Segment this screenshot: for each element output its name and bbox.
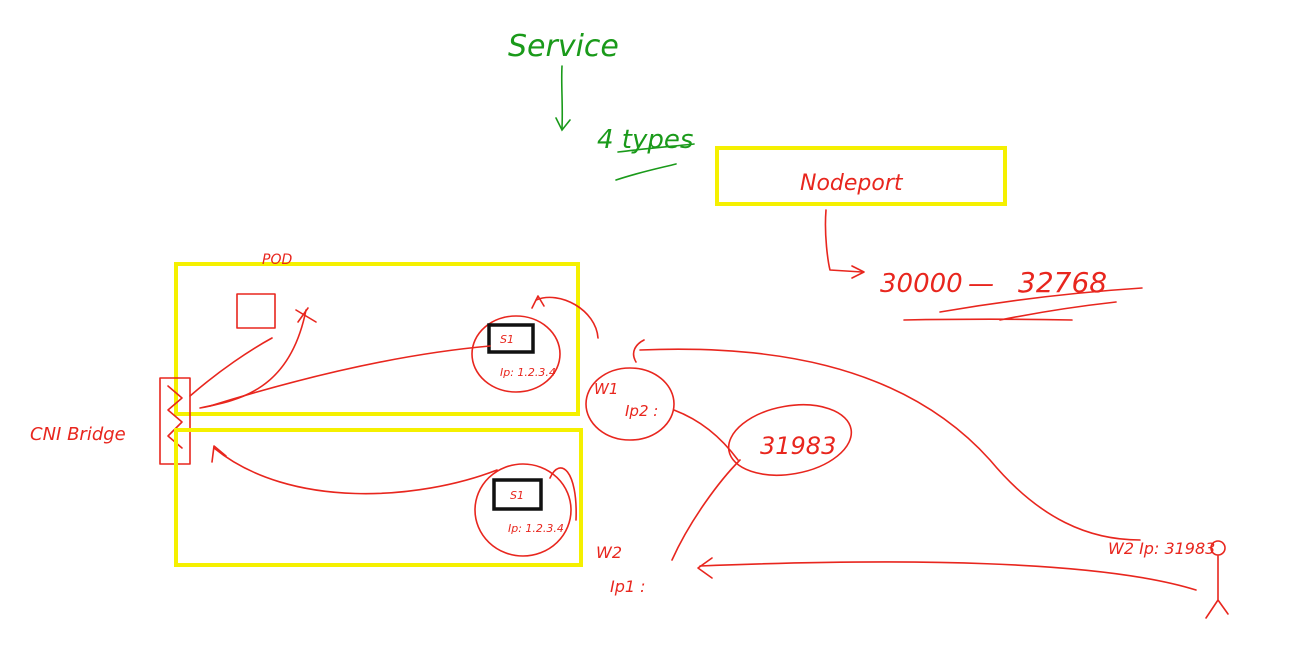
- w2-to-bubble: [671, 459, 741, 561]
- flow-s1-to-bridge-bottom: [213, 447, 498, 495]
- flow-bridge-to-pod-b: [189, 337, 273, 397]
- cni-bridge-zigzag: [167, 385, 183, 449]
- range-underline-1: [939, 287, 1143, 313]
- flow-bridge-to-pod-a: [199, 309, 307, 409]
- loop-arrow-top: [535, 296, 599, 339]
- down-arrow-shaft: [560, 65, 564, 129]
- w1-to-bubble: [673, 409, 739, 461]
- port-bubble-value: 31983: [760, 432, 836, 460]
- worker-w2-name: W2: [596, 543, 622, 562]
- pod-circle-top: [471, 315, 561, 393]
- port-bubble: [727, 404, 853, 476]
- arc-user-to-w2: [699, 561, 1197, 591]
- nodeport-box: [715, 146, 1007, 206]
- flow-bottom-head: [211, 445, 227, 463]
- user-body: [1205, 555, 1229, 619]
- types-note: 4 types: [597, 125, 693, 155]
- user-access-label: W2 Ip: 31983: [1108, 539, 1215, 558]
- arc-w1-hook: [632, 339, 645, 363]
- worker-w1-ip: Ip2 :: [625, 402, 658, 420]
- range-dash: —: [968, 269, 994, 299]
- range-underline-3: [999, 301, 1117, 321]
- types-underline-1: [615, 163, 677, 181]
- types-underline-2: [617, 143, 695, 153]
- pod-circle-bottom: [474, 463, 572, 557]
- flow-s1-to-bridge-top: [209, 345, 491, 407]
- range-underline-2: [903, 318, 1073, 321]
- down-arrow-head: [555, 117, 571, 132]
- range-start: 30000: [880, 269, 963, 299]
- user-head: [1210, 540, 1226, 556]
- cni-label: CNI Bridge: [30, 424, 126, 445]
- pod-square: [236, 293, 276, 329]
- service-label-bottom: S1: [510, 489, 524, 502]
- nodeport-label: Nodeport: [800, 171, 904, 196]
- node-box-top: [174, 262, 580, 416]
- arc-user-to-w2-head: [697, 557, 713, 579]
- pod-ip-bottom: Ip: 1.2.3.4: [508, 522, 564, 535]
- worker-w1-name: W1: [594, 380, 618, 398]
- loop-arrow-bottom: [549, 467, 577, 521]
- service-label-top: S1: [500, 333, 514, 346]
- pod-label: POD: [262, 252, 292, 268]
- service-box-top: [487, 323, 535, 354]
- nodeport-arrow: [824, 209, 863, 273]
- worker-w1-circle: [585, 367, 675, 441]
- worker-w2-ip: Ip1 :: [610, 577, 646, 596]
- service-box-bottom: [492, 478, 543, 511]
- node-box-bottom: [174, 428, 583, 567]
- nodeport-arrow-head: [851, 265, 865, 279]
- loop-arrow-top-head: [531, 295, 545, 309]
- service-title: Service: [508, 29, 619, 64]
- pod-ip-top: Ip: 1.2.3.4: [500, 366, 556, 379]
- arc-w1-to-user: [639, 348, 1141, 541]
- range-end: 32768: [1018, 266, 1107, 299]
